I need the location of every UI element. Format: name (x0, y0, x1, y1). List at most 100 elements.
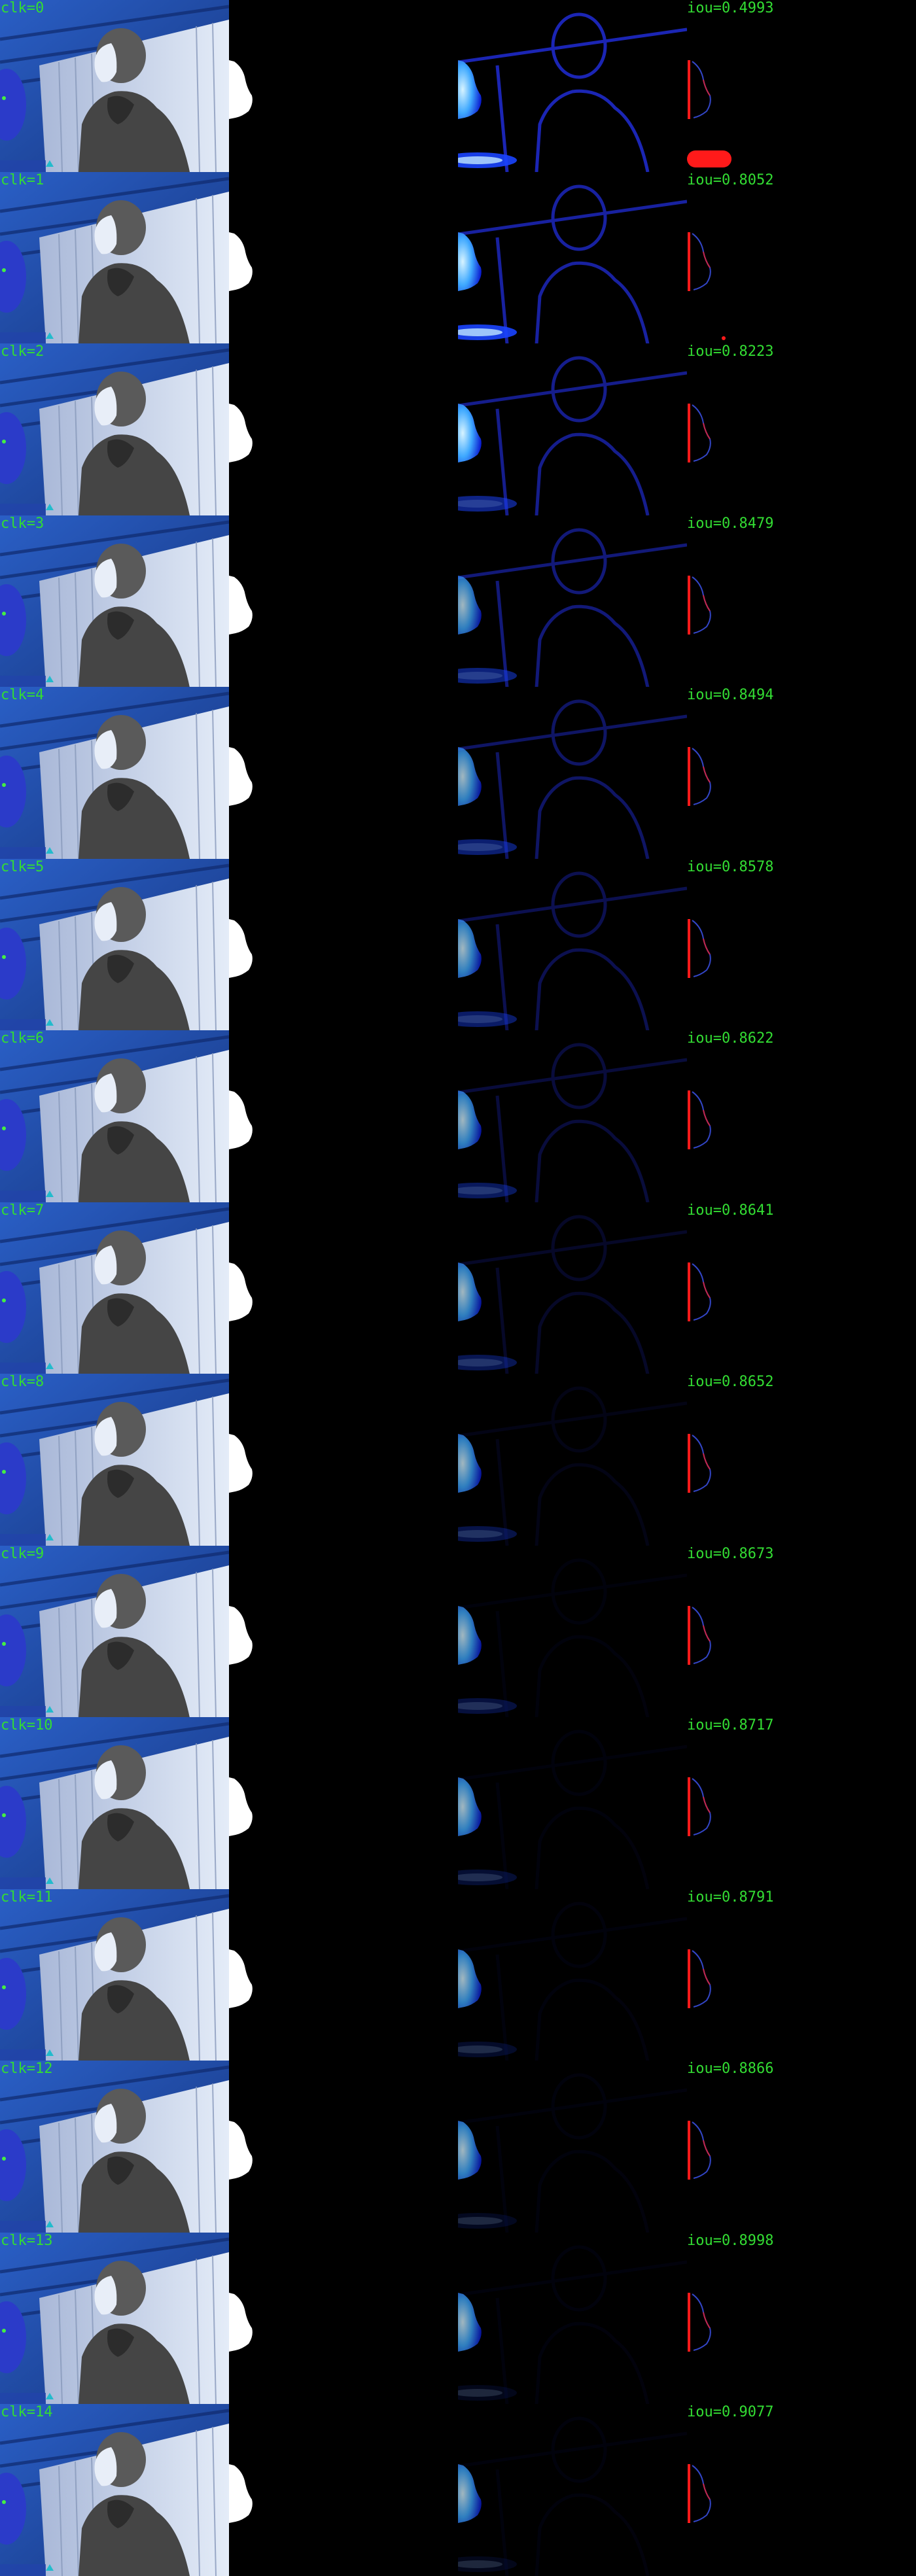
result-row: clk=3 iou=0.8479 (0, 515, 916, 688)
input-image-with-clicks (0, 2404, 229, 2576)
error-map (687, 1374, 916, 1546)
click-count-label: clk=13 (1, 2232, 53, 2249)
iou-score-label: iou=0.9077 (687, 2404, 774, 2420)
input-image-with-clicks (0, 343, 229, 515)
click-count-label: clk=4 (1, 687, 44, 703)
input-image-with-clicks (0, 1888, 229, 2061)
error-map (687, 515, 916, 687)
input-image-with-clicks (0, 2061, 229, 2233)
result-row: clk=1 iou=0.8052 (0, 171, 916, 344)
input-image-with-clicks (0, 2232, 229, 2404)
predicted-mask (229, 0, 458, 172)
click-count-label: clk=11 (1, 1888, 53, 1906)
error-map (687, 858, 916, 1030)
result-row: clk=0 iou=0.4993 (0, 0, 916, 172)
probability-heatmap (458, 1888, 687, 2061)
error-map (687, 0, 916, 172)
click-count-label: clk=8 (1, 1374, 44, 1390)
error-map (687, 2404, 916, 2576)
iou-score-label: iou=0.8866 (687, 2061, 774, 2077)
iou-score-label: iou=0.4993 (687, 0, 774, 16)
probability-heatmap (458, 0, 687, 172)
predicted-mask (229, 172, 458, 344)
iou-score-label: iou=0.8717 (687, 1717, 774, 1733)
input-image-with-clicks (0, 1545, 229, 1717)
error-map (687, 687, 916, 859)
probability-heatmap (458, 1030, 687, 1202)
error-map (687, 1202, 916, 1374)
error-map (687, 1030, 916, 1202)
predicted-mask (229, 1717, 458, 1889)
result-row: clk=6 iou=0.8622 (0, 1030, 916, 1202)
iou-score-label: iou=0.8578 (687, 858, 774, 875)
click-count-label: clk=14 (1, 2404, 53, 2420)
iou-score-label: iou=0.8641 (687, 1202, 774, 1219)
predicted-mask (229, 343, 458, 515)
iou-score-label: iou=0.8998 (687, 2232, 774, 2249)
iou-score-label: iou=0.8494 (687, 687, 774, 703)
input-image-with-clicks (0, 858, 229, 1030)
predicted-mask (229, 1374, 458, 1546)
predicted-mask (229, 2404, 458, 2576)
iou-score-label: iou=0.8622 (687, 1030, 774, 1047)
click-count-label: clk=7 (1, 1202, 44, 1219)
error-map (687, 1717, 916, 1889)
error-map (687, 171, 916, 343)
click-count-label: clk=6 (1, 1030, 44, 1047)
result-row: clk=7 iou=0.8641 (0, 1202, 916, 1374)
result-row: clk=5 iou=0.8578 (0, 858, 916, 1031)
result-row: clk=4 iou=0.8494 (0, 687, 916, 859)
result-row: clk=2 iou=0.8223 (0, 343, 916, 515)
probability-heatmap (458, 687, 687, 859)
result-row: clk=11 iou=0.8791 (0, 1888, 916, 2061)
iou-score-label: iou=0.8791 (687, 1888, 774, 1906)
probability-heatmap (458, 1202, 687, 1374)
probability-heatmap (458, 1717, 687, 1889)
predicted-mask (229, 1889, 458, 2061)
result-row: clk=12 iou=0.8866 (0, 2061, 916, 2233)
iou-score-label: iou=0.8052 (687, 171, 774, 188)
predicted-mask (229, 687, 458, 859)
probability-heatmap (458, 1374, 687, 1546)
predicted-mask (229, 515, 458, 688)
predicted-mask (229, 859, 458, 1031)
probability-heatmap (458, 515, 687, 687)
probability-heatmap (458, 858, 687, 1030)
iou-score-label: iou=0.8223 (687, 343, 774, 360)
predicted-mask (229, 1030, 458, 1202)
input-image-with-clicks (0, 0, 229, 172)
input-image-with-clicks (0, 1374, 229, 1546)
click-count-label: clk=5 (1, 858, 44, 875)
probability-heatmap (458, 171, 687, 343)
iou-score-label: iou=0.8652 (687, 1374, 774, 1390)
error-map (687, 1888, 916, 2061)
probability-heatmap (458, 2232, 687, 2404)
error-map (687, 2232, 916, 2404)
input-image-with-clicks (0, 1202, 229, 1374)
iou-score-label: iou=0.8673 (687, 1545, 774, 1562)
click-count-label: clk=1 (1, 171, 44, 188)
predicted-mask (229, 2233, 458, 2405)
probability-heatmap (458, 1545, 687, 1717)
predicted-mask (229, 1202, 458, 1374)
click-count-label: clk=10 (1, 1717, 53, 1733)
input-image-with-clicks (0, 1030, 229, 1202)
click-count-label: clk=3 (1, 515, 44, 532)
probability-heatmap (458, 2061, 687, 2233)
click-count-label: clk=9 (1, 1545, 44, 1562)
input-image-with-clicks (0, 687, 229, 859)
click-count-label: clk=2 (1, 343, 44, 360)
error-map (687, 2061, 916, 2233)
error-map (687, 343, 916, 515)
input-image-with-clicks (0, 515, 229, 687)
predicted-mask (229, 2061, 458, 2233)
iou-score-label: iou=0.8479 (687, 515, 774, 532)
input-image-with-clicks (0, 171, 229, 343)
input-image-with-clicks (0, 1717, 229, 1889)
error-map (687, 1545, 916, 1717)
result-row: clk=13 iou=0.8998 (0, 2232, 916, 2405)
click-count-label: clk=12 (1, 2061, 53, 2077)
result-row: clk=9 iou=0.8673 (0, 1545, 916, 1717)
result-row: clk=14 iou=0.9077 (0, 2404, 916, 2576)
